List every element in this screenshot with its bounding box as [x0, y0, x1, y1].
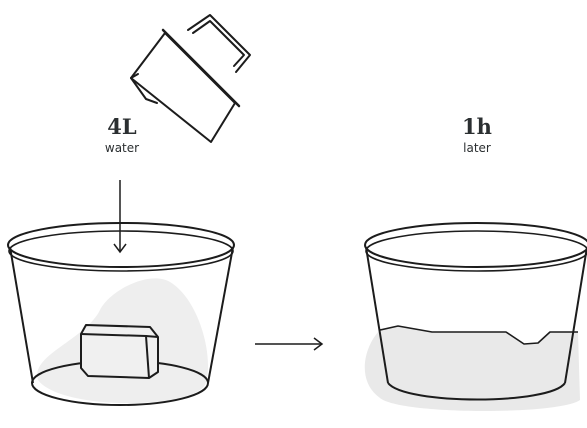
- water-amount-label: 4L: [107, 114, 137, 139]
- time-unit-label: later: [463, 141, 491, 155]
- transition-arrow: [255, 338, 322, 350]
- water-unit-label: water: [105, 141, 139, 155]
- pitcher-icon: [131, 15, 250, 142]
- dissolved-water: [365, 326, 580, 411]
- block-icon: [81, 325, 158, 378]
- bucket-with-water: [365, 223, 587, 411]
- pour-arrow: [114, 180, 126, 252]
- time-amount-label: 1h: [462, 114, 492, 139]
